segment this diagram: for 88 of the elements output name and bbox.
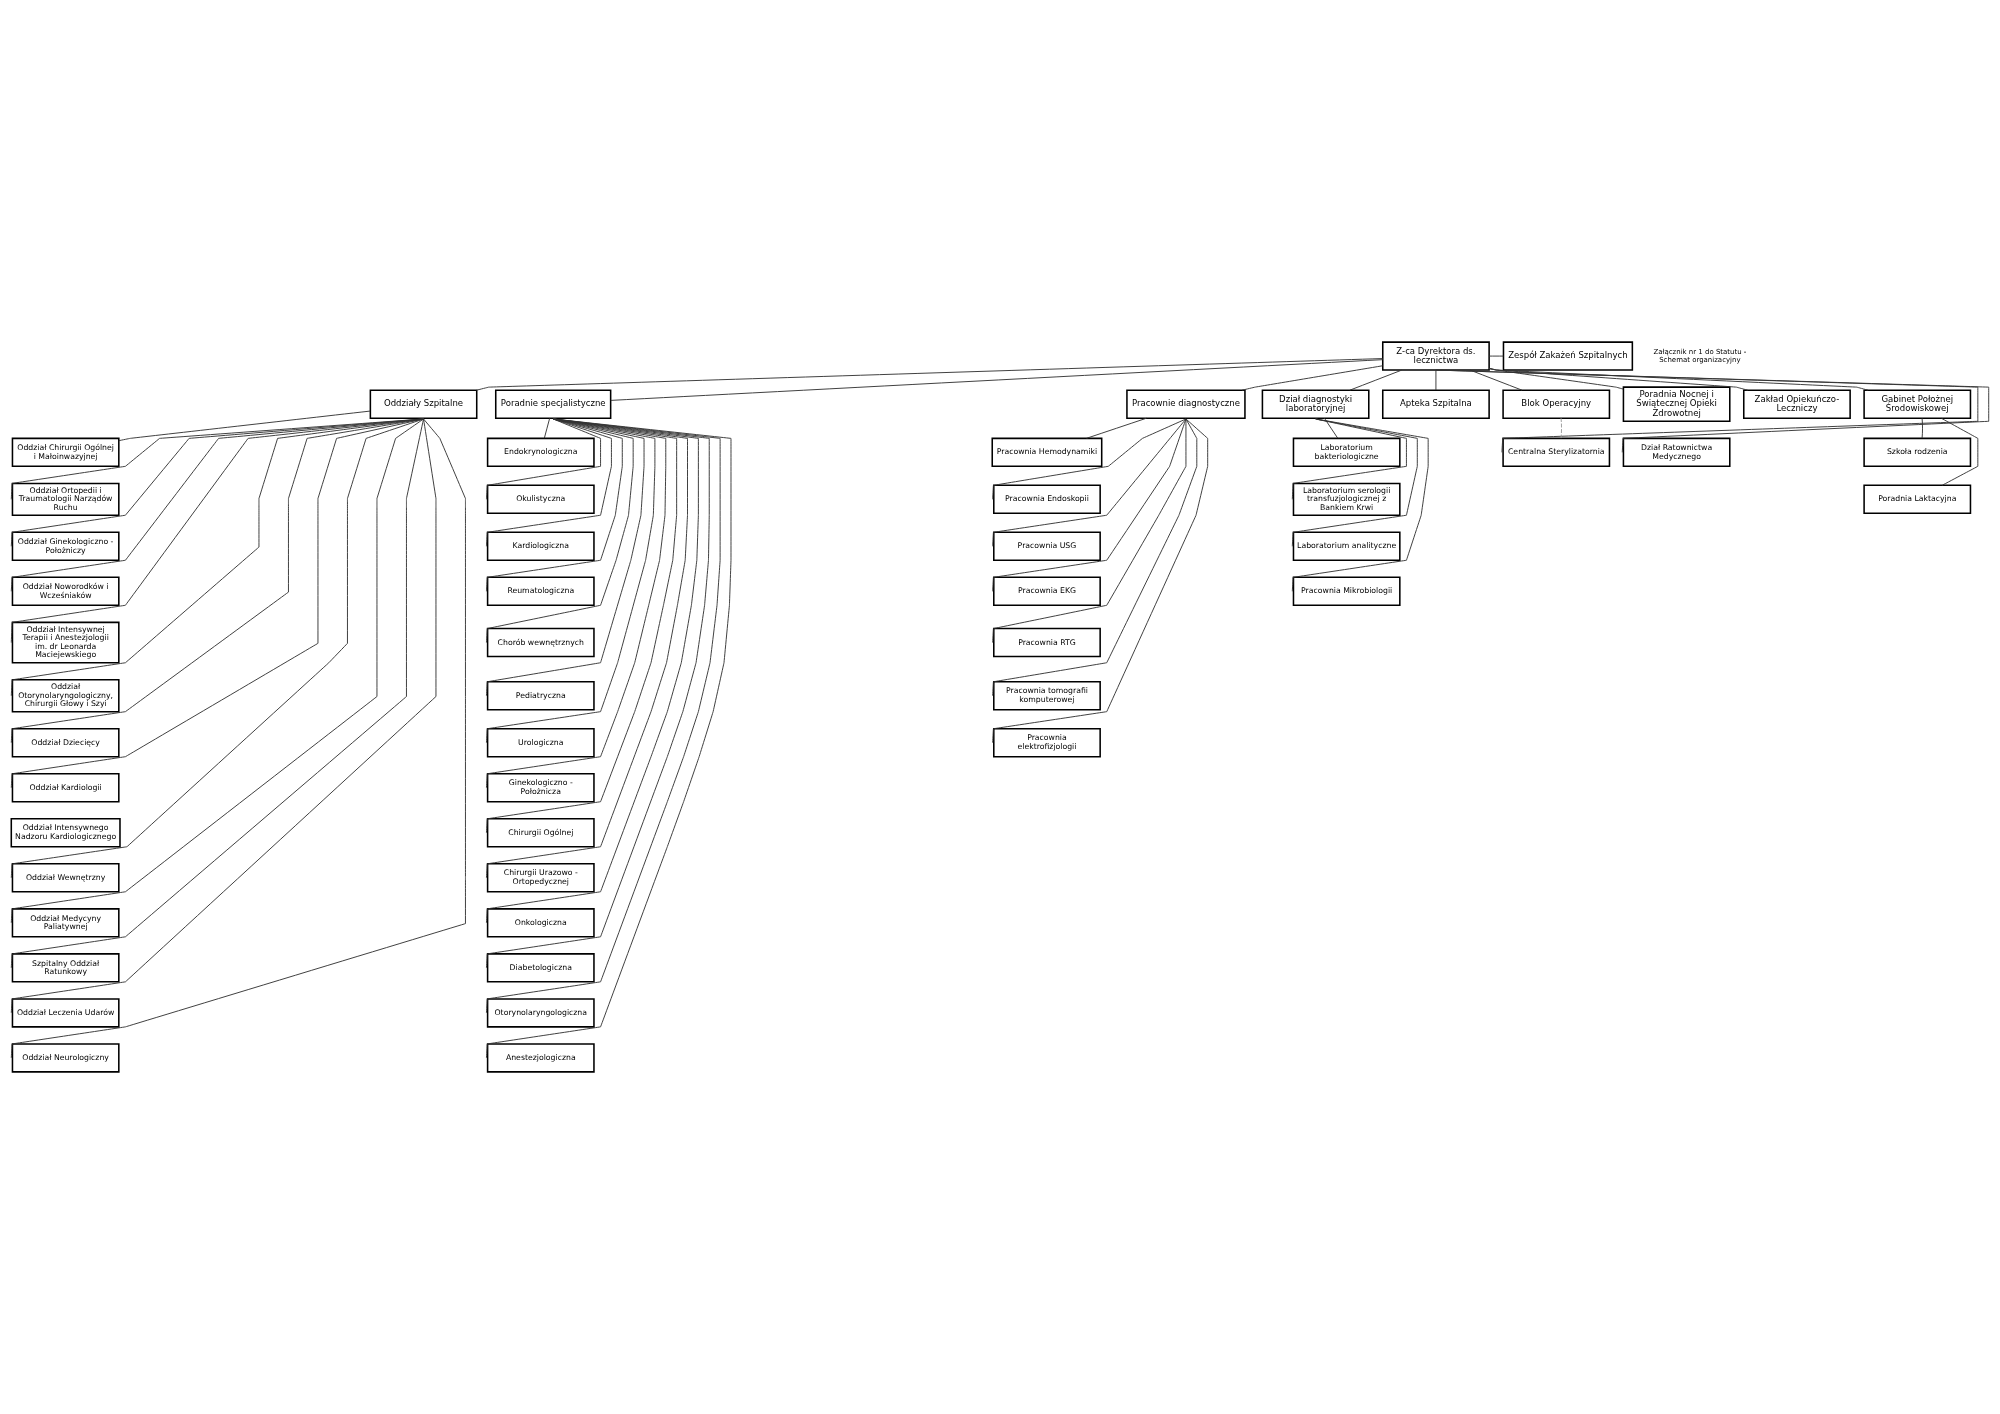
node-box: Oddział Wewnętrzny — [11, 863, 120, 893]
connector — [1435, 369, 1437, 391]
node-box: Centralna Sterylizatornia — [1502, 437, 1611, 468]
node-box: Oddział Medycyny Paliatywnej — [11, 908, 120, 938]
node-box: Poradnia Laktacyjna — [1863, 484, 1972, 515]
node-box: Laboratorium bakteriologiczne — [1292, 437, 1401, 468]
connector — [476, 358, 1384, 391]
node-box: Pracownia Endoskopii — [993, 484, 1101, 515]
node-box: Pracownia Mikrobiologii — [1292, 576, 1401, 607]
connector — [485, 418, 645, 697]
node-box: Anestezjologiczna — [486, 1043, 595, 1073]
connector — [1291, 418, 1407, 500]
node-box: Endokrynologiczna — [486, 437, 595, 468]
connector — [485, 418, 634, 644]
node-box: Kardiologiczna — [486, 531, 595, 562]
connector — [10, 418, 424, 592]
node-box: Pracownia Hemodynamiki — [991, 437, 1103, 468]
node-box: Oddział Chirurgii Ogólnej i Małoinwazyjnej — [11, 437, 120, 468]
connector — [1488, 368, 1869, 391]
node-box: Zakład Opiekuńczo-Leczniczy — [1743, 389, 1851, 419]
node-box: Oddział Noworodków i Wcześniaków — [11, 576, 120, 607]
node-box: Ginekologiczno - Położnicza — [486, 773, 595, 803]
node-box: Poradnia Nocnej i Świątecznej Opieki Zdrowotnej — [1622, 386, 1731, 423]
connector — [1921, 417, 1923, 439]
connector — [485, 418, 602, 500]
connector — [1488, 355, 1504, 357]
node-box: Laboratorium analityczne — [1292, 531, 1401, 562]
node-box: Oddziały Szpitalne — [369, 389, 478, 419]
node-box: Oddział Intensywnego Nadzoru Kardiologicznego — [10, 818, 121, 848]
node-box: Chirurgii Urazowo - Ortopedycznej — [486, 863, 595, 893]
connector — [1291, 418, 1418, 547]
node-box: Poradnie specjalistyczne — [494, 389, 612, 419]
node-box: Diabetologiczna — [486, 953, 595, 983]
connector — [610, 359, 1384, 401]
connector — [1323, 417, 1339, 439]
node-box: Reumatologiczna — [486, 576, 595, 607]
node-box: Szkoła rodzenia — [1863, 437, 1972, 468]
node-box: Onkologiczna — [486, 908, 595, 938]
node-box: Laboratorium serologii transfuzjologicznej z Bankiem Krwi — [1292, 482, 1401, 516]
connector — [485, 418, 623, 592]
node-box: Pediatryczna — [486, 681, 595, 711]
node-box: Oddział Intensywnej Terapii i Anestezjologii im. dr Leonarda Maciejewskiego — [11, 621, 120, 664]
node-box: Dział diagnostyki laboratoryjnej — [1261, 389, 1370, 419]
connector — [485, 418, 612, 547]
node-box: Gabinet Położnej Środowiskowej — [1863, 389, 1972, 419]
node-box: Pracownia elektrofizjologii — [993, 727, 1101, 758]
node-box: Zespół Zakażeń Szpitalnych — [1502, 341, 1634, 371]
connector — [543, 417, 551, 439]
node-box: Z-ca Dyrektora ds. lecznictwa — [1381, 341, 1490, 371]
node-box: Oddział Neurologiczny — [11, 1043, 120, 1073]
connector — [992, 418, 1198, 697]
connector — [1086, 417, 1147, 439]
node-box: Pracownia tomografii komputerowej — [993, 681, 1101, 711]
connector — [1241, 365, 1384, 391]
connector — [992, 418, 1209, 744]
node-box: Oddział Dziecięcy — [11, 727, 120, 758]
connector — [1469, 369, 1523, 391]
node-box: Apteka Szpitalna — [1381, 389, 1490, 419]
node-box: Blok Operacyjny — [1502, 389, 1611, 419]
node-box: Urologiczna — [486, 727, 595, 758]
node-box: Chorób wewnętrznych — [486, 627, 595, 658]
connector — [992, 418, 1187, 644]
node-box: Oddział Ortopedii i Traumatologii Narządów Ruchu — [11, 482, 120, 516]
connector — [1291, 418, 1429, 592]
node-box: Pracownia RTG — [993, 627, 1101, 658]
connector — [1941, 417, 1979, 486]
node-box: Oddział Otorynolaryngologiczny, Chirurgii Głowy i Szyi — [11, 679, 120, 713]
node-box: Oddział Ginekologiczno - Położniczy — [11, 531, 120, 562]
node-box: Okulistyczna — [486, 484, 595, 515]
connector — [485, 418, 656, 744]
connector — [10, 418, 424, 547]
connector — [1349, 369, 1403, 391]
node-box: Pracownie diagnostyczne — [1126, 389, 1246, 419]
node-box: Chirurgii Ogólnej — [486, 818, 595, 848]
node-box: Oddział Leczenia Udarów — [11, 998, 120, 1028]
node-box: Pracownia USG — [993, 531, 1101, 562]
connector — [992, 418, 1187, 547]
node-box: Dział Ratownictwa Medycznego — [1622, 437, 1731, 468]
node-box: Oddział Kardiologii — [11, 773, 120, 803]
node-box: Pracownia EKG — [993, 576, 1101, 607]
connector — [992, 418, 1187, 592]
connector — [485, 418, 667, 789]
connector — [10, 418, 424, 644]
connector — [992, 418, 1187, 500]
connector — [1560, 417, 1562, 439]
node-box: Otorynolaryngologiczna — [486, 998, 595, 1028]
connector — [118, 410, 371, 442]
node-box: Szpitalny Oddział Ratunkowy — [11, 953, 120, 983]
